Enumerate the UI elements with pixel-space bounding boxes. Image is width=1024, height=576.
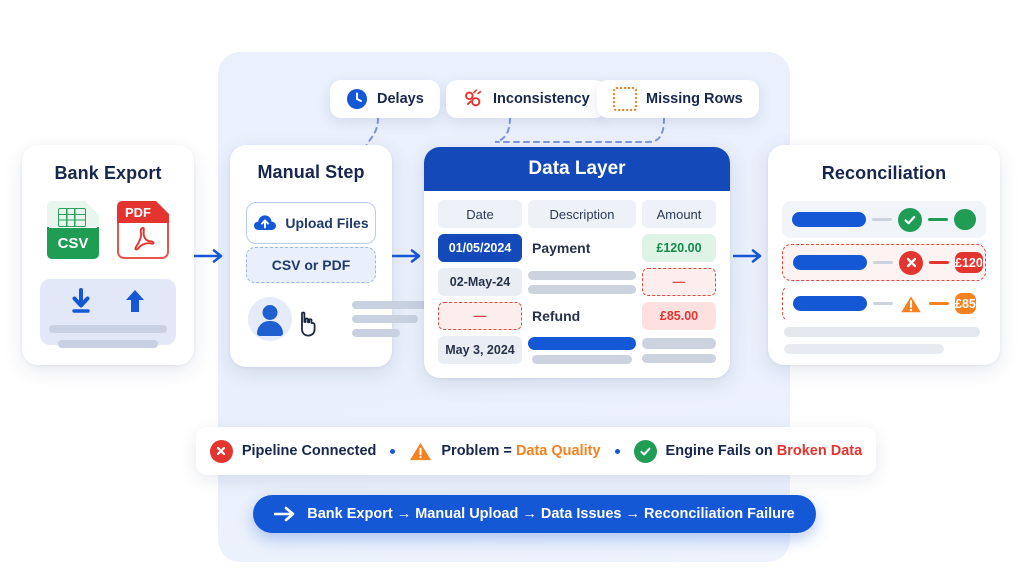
badge-missing-rows[interactable]: Missing Rows: [597, 80, 759, 118]
arrow-manual-to-data: [392, 249, 421, 263]
data-table: Date Description Amount 01/05/2024 Payme…: [424, 191, 730, 364]
x-circle-icon: [209, 439, 233, 463]
recon-value: £120: [955, 252, 983, 273]
table-row: May 3, 2024: [438, 336, 716, 364]
card-manual-step: Manual Step Upload Files CSV or PDF: [230, 145, 428, 367]
card-title: Manual Step: [257, 162, 365, 182]
cell-description-bar: [528, 336, 636, 364]
cell-amount: £120.00: [642, 234, 716, 262]
download-icon[interactable]: [68, 287, 94, 317]
card-title: Data Layer: [528, 158, 626, 179]
upload-icon[interactable]: [122, 287, 148, 317]
legend-label: Pipeline Connected: [241, 443, 377, 459]
recon-row-matched: [782, 201, 986, 238]
table-row: 01/05/2024 Payment £120.00: [438, 234, 716, 262]
badge-label: Inconsistency: [493, 91, 590, 107]
check-icon: [898, 207, 922, 232]
arrow-bank-to-manual: [194, 249, 223, 263]
recon-value: £85: [955, 293, 976, 314]
legend-label: Problem = Data Quality: [441, 443, 601, 459]
column-header-description: Description: [528, 200, 636, 228]
warning-icon: [409, 440, 432, 463]
legend-separator: [614, 448, 620, 454]
csv-file-icon: CSV: [47, 201, 99, 259]
card-title: Reconciliation: [821, 163, 947, 183]
transfer-panel: [40, 279, 176, 348]
badge-inconsistency[interactable]: Inconsistency: [446, 80, 606, 118]
arrow-right-icon: [274, 506, 295, 522]
upload-files-button[interactable]: Upload Files: [246, 202, 376, 244]
recon-row-warning: £85: [782, 285, 986, 322]
dropzone-csv-or-pdf[interactable]: CSV or PDF: [246, 247, 376, 283]
table-header-row: Date Description Amount: [438, 200, 716, 228]
cell-description: Refund: [532, 308, 581, 324]
card-reconciliation: Reconciliation £120: [768, 145, 1000, 365]
cell-amount-bar: [642, 336, 716, 364]
cell-date: 01/05/2024: [438, 234, 522, 262]
column-header-amount: Amount: [642, 200, 716, 228]
legend-label: Engine Fails on Broken Data: [665, 443, 863, 459]
legend-separator: [390, 448, 396, 454]
badge-label: Missing Rows: [646, 91, 743, 107]
acrobat-glyph: [134, 227, 155, 251]
legend-highlight: Data Quality: [515, 443, 601, 459]
cloud-upload-icon: [254, 215, 277, 230]
legend-item-problem: Problem = Data Quality: [409, 440, 601, 463]
column-header-date: Date: [438, 200, 522, 228]
flow-summary-text: Bank Export → Manual Upload → Data Issue…: [307, 506, 795, 522]
cell-amount: —: [642, 268, 716, 296]
pointer-hand-icon: [301, 311, 316, 337]
warning-icon: [899, 292, 923, 316]
broken-link-icon: [465, 89, 482, 107]
arrow-data-to-recon: [733, 249, 762, 263]
cell-date: 02-May-24: [438, 268, 522, 296]
badge-delays[interactable]: Delays: [330, 80, 440, 118]
legend-item-pipeline: Pipeline Connected: [209, 439, 377, 463]
table-row: — Refund £85.00: [438, 302, 716, 330]
card-title: Bank Export: [54, 163, 162, 183]
clock-icon: [347, 89, 367, 109]
recon-value: [954, 209, 976, 230]
cell-description: Payment: [532, 240, 591, 256]
x-icon: [899, 250, 923, 275]
card-data-layer: Data Layer Date Description Amount 01/05…: [424, 147, 730, 378]
legend-item-engine: Engine Fails on Broken Data: [633, 439, 863, 463]
cell-date: May 3, 2024: [438, 336, 522, 364]
recon-row-error: £120: [782, 244, 986, 281]
recon-source-bar: [792, 212, 866, 227]
csv-label: CSV: [47, 228, 99, 259]
cell-description-placeholder: [528, 268, 636, 296]
user-row: [248, 297, 428, 341]
table-row: 02-May-24 —: [438, 268, 716, 296]
recon-source-bar: [793, 255, 867, 270]
card-bank-export: Bank Export CSV PDF : [22, 145, 194, 365]
cell-amount: £85.00: [642, 302, 716, 330]
legend-highlight: Broken Data: [776, 443, 863, 459]
check-circle-icon: [633, 439, 657, 463]
recon-source-bar: [793, 296, 867, 311]
file-icon-row: CSV PDF : [22, 201, 194, 259]
flow-summary-pill[interactable]: Bank Export → Manual Upload → Data Issue…: [253, 495, 816, 533]
user-avatar-icon: [248, 297, 292, 341]
legend-bar: Pipeline Connected Problem = Data Qualit…: [196, 427, 876, 475]
pdf-file-icon: PDF : [117, 201, 169, 259]
data-layer-header: Data Layer: [424, 147, 730, 191]
dotted-square-icon: [613, 87, 637, 111]
badge-label: Delays: [377, 91, 424, 107]
upload-button-label: Upload Files: [285, 215, 369, 231]
cell-date: —: [438, 302, 522, 330]
